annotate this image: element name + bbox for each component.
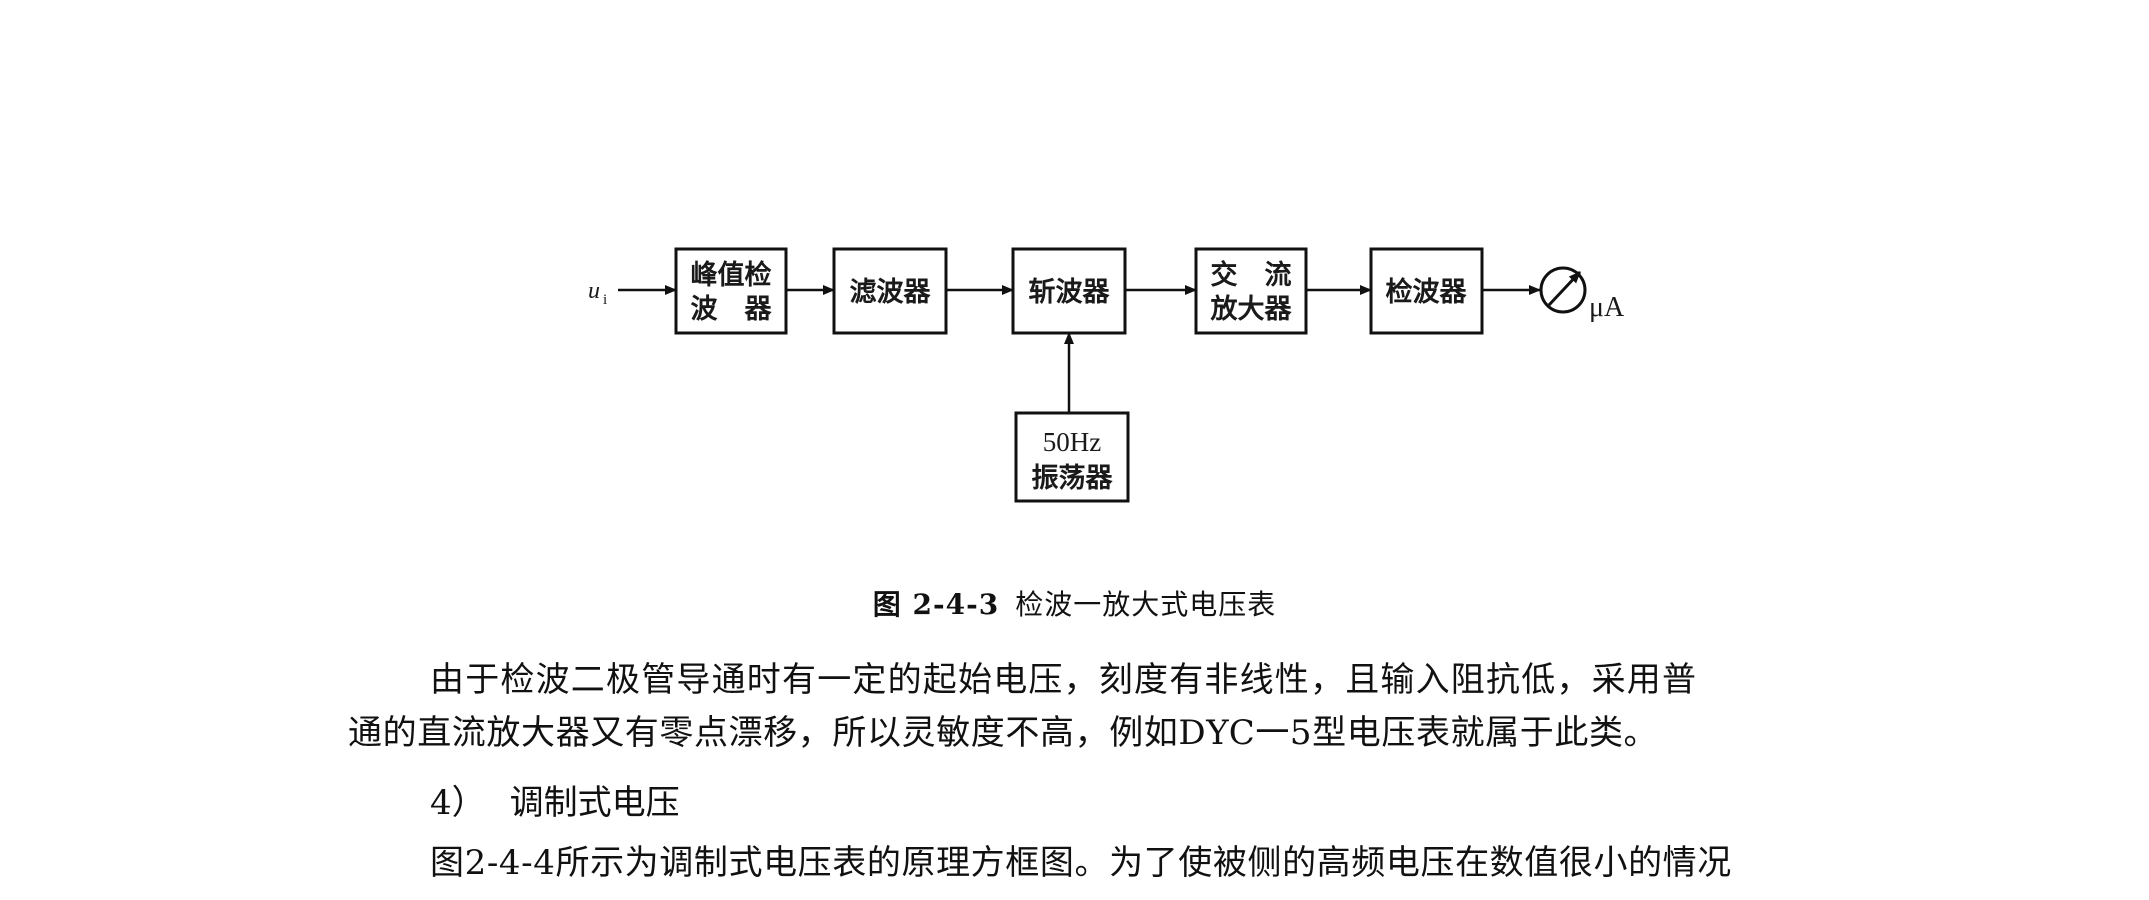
block-chopper — [1011, 247, 1127, 335]
input-subscript: i — [603, 292, 607, 308]
section-title: 调制式电压 — [509, 783, 680, 823]
block-detector — [1369, 247, 1484, 335]
block-peak-detector-line2: 波 器 — [691, 294, 773, 325]
block-ac-amplifier — [1194, 247, 1308, 335]
block-diagram: u i 峰值检 波 器 滤波器 斩波器 交 流 放大器 检波器 μA 50 — [588, 247, 1625, 503]
block-ac-amplifier-line1: 交 流 — [1211, 259, 1292, 291]
input-label: u — [588, 278, 600, 304]
block-peak-detector-line1: 峰值检 — [691, 259, 772, 291]
meter-needle — [1547, 270, 1582, 307]
figure-number: 图 2-4-3 — [872, 588, 1000, 621]
meter-unit-label: μA — [1589, 292, 1625, 323]
figure-caption: 图 2-4-3 检波一放大式电压表 — [0, 583, 2149, 623]
block-oscillator-line1: 50Hz — [1043, 427, 1101, 457]
block-ac-amplifier-line2: 放大器 — [1210, 293, 1293, 325]
block-detector-label: 检波器 — [1386, 276, 1468, 308]
block-filter-label: 滤波器 — [850, 277, 932, 308]
paragraph-1-line-2: 通的直流放大器又有零点漂移，所以灵敏度不高，例如DYC一5型电压表就属于此类。 — [348, 713, 1659, 753]
block-oscillator-line2: 振荡器 — [1032, 463, 1114, 494]
section-number: 4） — [430, 783, 486, 823]
section-heading: 4） 调制式电压 — [430, 783, 680, 823]
block-oscillator — [1014, 411, 1130, 503]
paragraph-2-line-1: 图2-4-4所示为调制式电压表的原理方框图。为了使被侧的高频电压在数值很小的情况 — [430, 843, 1732, 883]
figure-title: 检波一放大式电压表 — [1015, 588, 1277, 621]
paragraph-1-line-1: 由于检波二极管导通时有一定的起始电压，刻度有非线性，且输入阻抗低，采用普 — [430, 660, 1698, 700]
block-chopper-label: 斩波器 — [1029, 277, 1111, 308]
